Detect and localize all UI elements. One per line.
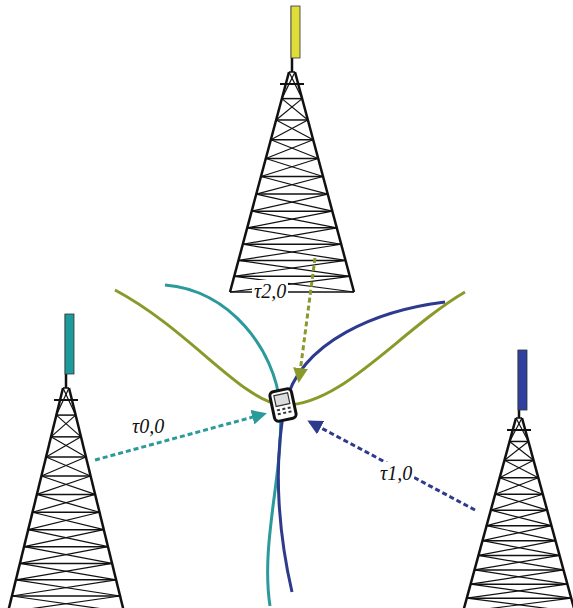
delay-label: τ0,0 — [130, 415, 166, 437]
signal-arrow — [310, 422, 475, 510]
delay-label: τ1,0 — [378, 462, 414, 484]
teal-curve — [165, 285, 281, 606]
tower-icon — [230, 6, 354, 292]
signal-arrow — [299, 258, 315, 380]
signal-arrow — [95, 414, 264, 460]
tower-icon — [463, 350, 573, 608]
phone-icon — [269, 388, 297, 422]
delay-label: τ2,0 — [252, 280, 288, 302]
tower-group — [8, 6, 573, 608]
tower-icon — [8, 314, 124, 608]
